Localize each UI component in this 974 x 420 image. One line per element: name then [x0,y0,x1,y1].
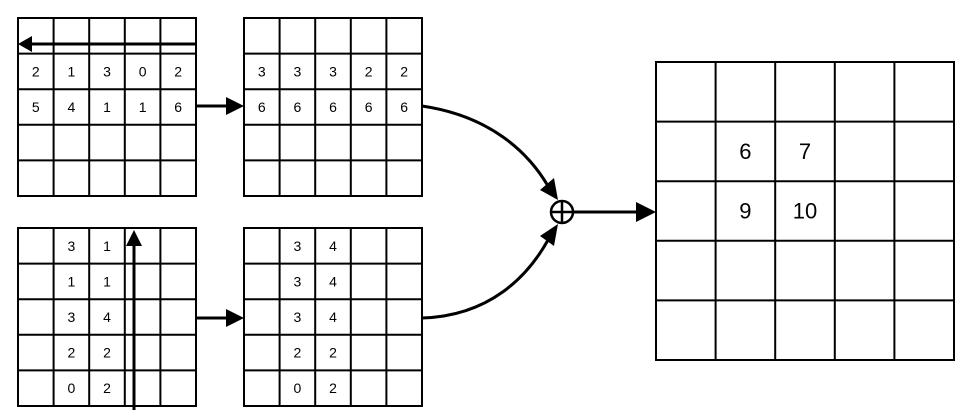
grid-cell-value: 6 [258,99,266,115]
grid-cell-value: 0 [68,380,76,396]
grid-cell-value: 1 [103,99,111,115]
grid-cell-value: 4 [103,309,111,325]
bottom-merge-arrow-head [540,224,558,246]
grid-cell-value: 4 [329,238,337,254]
grid-cell-value: 3 [329,63,337,79]
grid-cell-value: 3 [294,238,302,254]
grid-bottom-left: 3 1 1 1 3 4 2 2 0 2 [17,227,197,407]
grid-cell-value: 0 [294,380,302,396]
row-scan-arrow [18,36,196,52]
top-transform-arrow-head [226,97,244,115]
bottom-transform-arrow [196,309,244,327]
bottom-merge-arrow-curve [421,239,550,320]
grid-cell-value: 5 [32,99,40,115]
grid-cell-value: 1 [139,99,147,115]
grid-cell-value: 3 [103,63,111,79]
grid-top-left: 2 1 3 0 2 5 4 1 1 6 [17,17,197,197]
top-merge-arrow [421,104,558,200]
top-transform-arrow [196,97,244,115]
grid-result: 6 7 9 10 [655,61,955,361]
grid-bottom-right: 3 4 3 4 3 4 2 2 0 2 [243,227,423,407]
grid-cell-value: 4 [68,99,76,115]
grid-cell-value: 2 [400,63,408,79]
column-scan-arrow [126,230,142,410]
grid-cell-value: 3 [294,63,302,79]
grid-cell-value: 3 [258,63,266,79]
grid-cell-value: 3 [68,238,76,254]
grid-cell-value: 2 [329,380,337,396]
grid-cell-value: 6 [329,99,337,115]
grid-cell-value: 3 [294,309,302,325]
grid-cell-value: 4 [329,309,337,325]
sum-operator [549,199,575,225]
bottom-merge-arrow [421,224,558,320]
grid-cell-value: 9 [739,199,751,224]
grid-cell-value: 6 [400,99,408,115]
top-merge-arrow-curve [421,104,550,187]
grid-cell-value: 6 [739,139,751,164]
grid-cell-value: 2 [103,380,111,396]
grid-cell-value: 2 [68,345,76,361]
result-arrow [574,202,656,222]
grid-cell-value: 3 [294,273,302,289]
grid-top-right: 3 3 3 2 2 6 6 6 6 6 [243,17,423,197]
grid-cell-value: 2 [294,345,302,361]
grid-cell-value: 2 [365,63,373,79]
grid-cell-value: 2 [103,345,111,361]
grid-cell-value: 6 [174,99,182,115]
grid-cell-value: 1 [103,238,111,254]
bottom-transform-arrow-head [226,309,244,327]
grid-cell-value: 1 [68,273,76,289]
top-merge-arrow-head [540,178,558,200]
result-arrow-head [636,202,656,222]
grid-cell-value: 2 [174,63,182,79]
grid-cell-value: 10 [793,199,817,224]
grid-cell-value: 2 [329,345,337,361]
grid-cell-value: 3 [68,309,76,325]
grid-border [655,61,955,361]
row-scan-arrow-head [18,36,32,52]
grid-cell-value: 4 [329,273,337,289]
grid-cell-value: 0 [139,63,147,79]
grid-cell-value: 1 [103,273,111,289]
grid-cell-value: 2 [32,63,40,79]
grid-cell-value: 7 [799,139,811,164]
grid-cell-value: 1 [68,63,76,79]
grid-cell-value: 6 [294,99,302,115]
grid-cell-value: 6 [365,99,373,115]
column-scan-arrow-head [126,230,142,246]
